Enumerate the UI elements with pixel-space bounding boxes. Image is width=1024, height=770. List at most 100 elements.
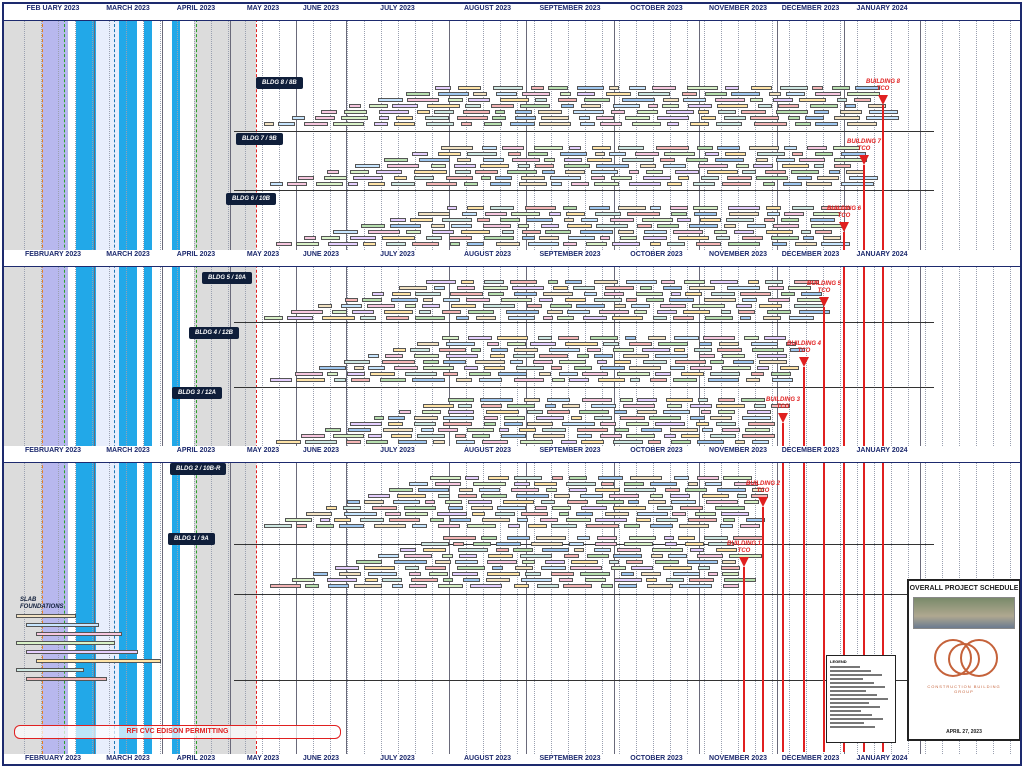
legend-row (830, 682, 874, 684)
activity-bar (509, 360, 523, 364)
activity-bar (372, 292, 384, 296)
activity-bar (450, 292, 483, 296)
activity-bar (583, 98, 610, 102)
activity-bar (385, 354, 404, 358)
permitting-bar: RFI CVC EDISON PERMITTING (14, 725, 341, 739)
activity-bar (501, 230, 514, 234)
activity-bar (583, 316, 607, 320)
week-gridline (840, 4, 842, 764)
activity-bar (661, 280, 675, 284)
activity-bar (528, 152, 549, 156)
activity-bar (617, 230, 634, 234)
activity-bar (763, 182, 775, 186)
activity-bar (537, 110, 562, 114)
activity-bar (466, 298, 490, 302)
week-gridline (483, 4, 485, 764)
activity-bar (612, 316, 643, 320)
activity-bar (788, 286, 811, 290)
activity-bar (457, 286, 475, 290)
week-gridline (874, 4, 876, 764)
activity-bar (566, 212, 586, 216)
legend-row (830, 714, 872, 716)
activity-bar (553, 286, 568, 290)
shade-band (119, 4, 137, 764)
title-block: OVERALL PROJECT SCHEDULE CONSTRUCTION BU… (907, 579, 1020, 741)
activity-bar (609, 218, 634, 222)
activity-bar (671, 212, 688, 216)
activity-bar (549, 212, 562, 216)
milestone-dashline (114, 4, 115, 764)
activity-bar (518, 224, 530, 228)
activity-bar (468, 310, 494, 314)
activity-bar (628, 170, 639, 174)
activity-bar (384, 310, 413, 314)
activity-bar (382, 236, 416, 240)
activity-bar (438, 152, 462, 156)
activity-bar (673, 378, 697, 382)
site-rendering-image (913, 597, 1015, 629)
activity-bar (415, 292, 441, 296)
activity-bar (659, 158, 675, 162)
activity-bar (680, 372, 704, 376)
activity-bar (343, 360, 370, 364)
activity-bar (346, 372, 365, 376)
activity-bar (405, 304, 416, 308)
activity-bar (686, 86, 718, 90)
month-gridline (920, 4, 922, 764)
activity-bar (682, 98, 706, 102)
activity-bar (543, 316, 553, 320)
activity-bar (609, 152, 627, 156)
activity-bar (351, 378, 370, 382)
activity-bar (728, 242, 760, 246)
legend-row (830, 722, 864, 724)
activity-bar (270, 182, 283, 186)
activity-bar (746, 378, 760, 382)
week-gridline (109, 4, 111, 764)
activity-bar (736, 304, 752, 308)
activity-bar (778, 104, 800, 108)
activity-bar (584, 292, 597, 296)
activity-bar (748, 280, 759, 284)
activity-bar (635, 152, 660, 156)
activity-bar (547, 310, 563, 314)
activity-bar (367, 230, 400, 234)
activity-bar (779, 86, 808, 90)
activity-bar (565, 280, 582, 284)
legend-row (830, 678, 863, 680)
activity-bar (648, 104, 659, 108)
activity-bar (783, 182, 802, 186)
activity-bar (488, 292, 504, 296)
activity-bar (671, 292, 681, 296)
activity-bar (654, 372, 671, 376)
activity-bar (604, 292, 624, 296)
activity-bar (667, 242, 685, 246)
activity-bar (563, 242, 577, 246)
activity-bar (650, 242, 661, 246)
week-gridline (92, 4, 94, 764)
activity-bar (786, 92, 806, 96)
activity-bar (360, 316, 376, 320)
activity-bar (349, 170, 369, 174)
activity-bar (324, 176, 348, 180)
activity-bar (755, 158, 768, 162)
activity-bar (791, 206, 814, 210)
activity-bar (649, 206, 661, 210)
week-gridline (908, 4, 910, 764)
activity-bar (548, 280, 558, 284)
building-label: BLDG 3 / 12A (172, 387, 223, 399)
week-gridline (619, 4, 621, 764)
building-label: BLDG 8 / 8B (256, 77, 303, 89)
activity-bar (557, 316, 574, 320)
activity-bar (563, 158, 582, 162)
activity-bar (466, 206, 484, 210)
building-baseline (234, 387, 934, 388)
activity-bar (714, 158, 744, 162)
activity-bar (464, 366, 479, 370)
activity-bar (767, 212, 781, 216)
activity-bar (610, 110, 625, 114)
activity-bar (682, 92, 698, 96)
activity-bar (645, 170, 663, 174)
activity-bar (576, 304, 605, 308)
activity-bar (508, 152, 522, 156)
